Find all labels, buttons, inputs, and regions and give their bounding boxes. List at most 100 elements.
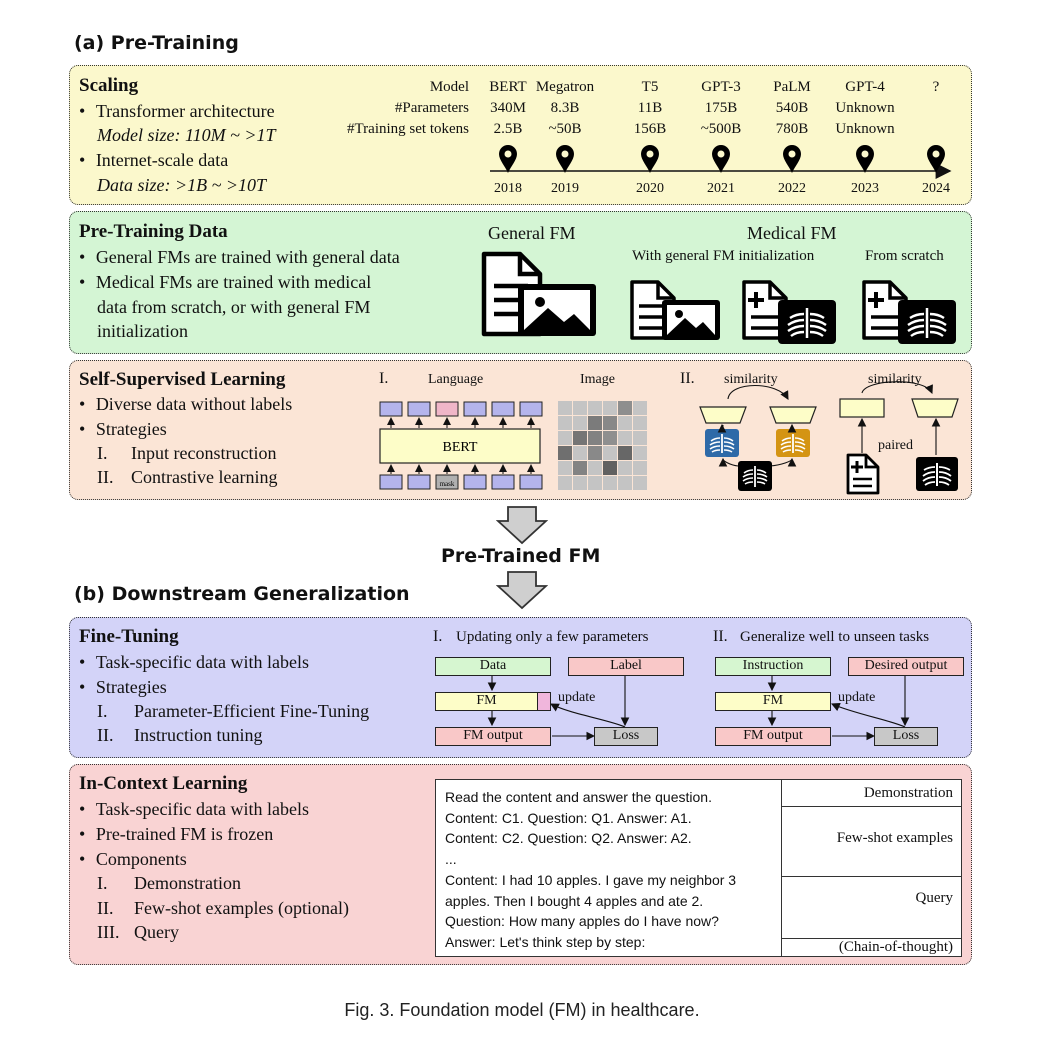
masked-patch [633, 431, 647, 445]
ft-strategy-1-num: I. [97, 701, 108, 721]
ssl-fig-i: I. [379, 370, 389, 387]
xray-source-icon [738, 461, 772, 491]
language-label: Language [428, 372, 484, 387]
ssl-strategy-2-num: II. [97, 467, 114, 487]
ssl-panel: Self-Supervised Learning • Diverse data … [69, 360, 972, 500]
icl-panel: In-Context Learning • Task-specific data… [69, 764, 972, 965]
data-bullet-1: • General FMs are trained with general d… [79, 247, 400, 267]
year-label-2: 2020 [636, 181, 664, 196]
data-title: Pre-Training Data [79, 221, 228, 242]
medical-record-icon-3 [846, 453, 880, 495]
text-encoder [839, 398, 885, 418]
prompt-box: Read the content and answer the question… [435, 779, 962, 957]
masked-patch [558, 416, 572, 430]
figure-caption: Fig. 3. Foundation model (FM) in healthc… [344, 1000, 700, 1020]
ft-fig2-num: II. [713, 628, 728, 645]
mask-token-label: mask [440, 480, 455, 488]
adapter-box [537, 692, 551, 711]
pin-icon [927, 145, 945, 173]
prompt-line: Content: C2. Question: Q2. Answer: A2. [445, 830, 692, 847]
model-name-3: GPT-3 [701, 79, 741, 95]
with-init-label: With general FM initialization [632, 248, 815, 264]
finetuning-title: Fine-Tuning [79, 626, 179, 647]
image-patch [603, 461, 617, 475]
input-token [407, 474, 431, 490]
bert-box [379, 428, 541, 464]
similarity-label-1: similarity [724, 372, 778, 387]
prompt-line: apples. Then I bought 4 apples and ate 2… [445, 892, 704, 909]
masked-patch [573, 446, 587, 460]
medical-fm-label: Medical FM [747, 223, 837, 243]
model-tokens-3: ~500B [700, 121, 742, 137]
ft-diagram [487, 676, 910, 741]
masked-patch [618, 416, 632, 430]
model-tokens-0: 2.5B [493, 121, 523, 137]
image-patch [573, 461, 587, 475]
bert-text: BERT [443, 440, 478, 455]
masked-patch [603, 476, 617, 490]
prompt-line: ... [445, 851, 457, 868]
encoder-2 [769, 406, 817, 424]
icl-comp-2: Few-shot examples (optional) [134, 898, 349, 918]
from-scratch-label: From scratch [865, 248, 944, 264]
ssl-diagram: mask BERT [379, 381, 959, 495]
model-tokens-1: ~50B [548, 121, 582, 137]
masked-patch [633, 446, 647, 460]
year-label-3: 2021 [707, 181, 735, 196]
ft-strategy-1: Parameter-Efficient Fine-Tuning [134, 701, 370, 721]
prompt-line: Answer: Let's think step by step: [445, 933, 646, 950]
fm-output-box: FM output [435, 727, 551, 746]
tag-cot: (Chain-of-thought) [838, 939, 953, 955]
model-name-5: GPT-4 [845, 79, 885, 95]
icl-comp-1: Demonstration [134, 873, 241, 893]
ssl-strategy-2: Contrastive learning [131, 467, 278, 487]
pretraining-data-panel: Pre-Training Data • General FMs are trai… [69, 211, 972, 354]
masked-patch [618, 431, 632, 445]
down-arrow-1 [496, 506, 548, 545]
output-token [519, 401, 543, 417]
desired-output-box: Desired output [848, 657, 964, 676]
input-token [379, 474, 403, 490]
image-patch [588, 446, 602, 460]
model-params-2: 11B [637, 100, 663, 116]
image-patch [588, 431, 602, 445]
data-box: Data [435, 657, 551, 676]
year-label-4: 2022 [778, 181, 806, 196]
pretraining-heading: (a) Pre-Training [74, 32, 239, 54]
ssl-strategy-1-num: I. [97, 443, 108, 463]
output-token [491, 401, 515, 417]
model-tokens-5: Unknown [835, 121, 895, 137]
label-box: Label [568, 657, 684, 676]
tag-demonstration: Demonstration [863, 785, 953, 801]
pin-icon [856, 145, 874, 173]
masked-patch [558, 431, 572, 445]
medical-record-icon-2 [862, 280, 908, 340]
model-name-0: BERT [489, 79, 527, 95]
ft-strategy-2-num: II. [97, 725, 114, 745]
model-tokens-2: 156B [633, 121, 667, 137]
masked-patch [573, 401, 587, 415]
model-size-note: Model size: 110M ~ >1T [97, 125, 276, 145]
row-label-model: Model [429, 79, 469, 95]
general-fm-label: General FM [488, 223, 576, 243]
masked-patch [603, 401, 617, 415]
prompt-line: Question: How many apples do I have now? [445, 913, 719, 930]
masked-patch [588, 476, 602, 490]
scaling-title: Scaling [79, 75, 139, 96]
icl-comp-2-num: II. [97, 898, 114, 918]
image-label: Image [580, 372, 615, 387]
update-label-2: update [838, 690, 876, 705]
model-params-0: 340M [490, 100, 526, 116]
xray-blue-icon [705, 429, 739, 457]
year-label-5: 2023 [851, 181, 879, 196]
ft-fig1-num: I. [433, 628, 443, 645]
output-token [379, 401, 403, 417]
scaling-panel: Scaling • Transformer architecture Model… [69, 65, 972, 205]
image-patch [558, 446, 572, 460]
model-name-1: Megatron [535, 79, 595, 95]
scaling-bullet-1: • Transformer architecture [79, 101, 275, 121]
icl-bullet-1: • Task-specific data with labels [79, 799, 309, 819]
image-patch [618, 401, 632, 415]
input-token [435, 474, 459, 490]
image-icon [518, 284, 596, 336]
